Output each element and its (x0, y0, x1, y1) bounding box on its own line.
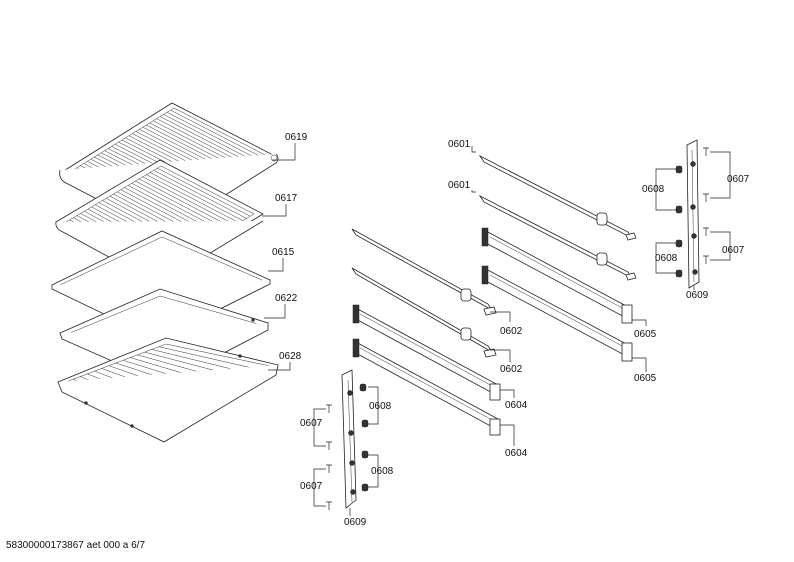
guide-rod-0602-upper (351, 228, 497, 316)
label-0601-lower: 0601 (448, 180, 471, 191)
label-0604-lower: 0604 (505, 448, 528, 459)
part-labels: 0619 0617 0615 0622 0628 0601 0601 0602 … (272, 132, 750, 528)
label-0608-left-lower: 0608 (371, 466, 394, 477)
label-0628: 0628 (279, 351, 302, 362)
guide-rod-0601-upper (478, 154, 637, 241)
label-0619: 0619 (285, 132, 308, 143)
telescopic-rail-0604-lower (352, 338, 501, 436)
label-0602-lower: 0602 (500, 364, 523, 375)
grill-pan-0628 (57, 337, 280, 443)
label-0617: 0617 (275, 193, 298, 204)
label-0622: 0622 (275, 293, 298, 304)
label-0608-left-upper: 0608 (369, 401, 392, 412)
side-ladder-0609-lower (326, 369, 369, 510)
label-0607-left-upper: 0607 (300, 418, 323, 429)
label-0607-right-lower: 0607 (722, 245, 745, 256)
telescopic-rail-0604-upper (352, 304, 501, 401)
guide-rod-0601-lower (478, 194, 637, 281)
label-0615: 0615 (272, 247, 295, 258)
telescopic-rail-0605-upper (481, 227, 633, 324)
label-0607-right-upper: 0607 (727, 174, 750, 185)
label-0604-upper: 0604 (505, 400, 528, 411)
label-0602-upper: 0602 (500, 326, 523, 337)
leader-lines (262, 143, 731, 516)
label-0607-left-lower: 0607 (300, 481, 323, 492)
label-0605-upper: 0605 (634, 329, 657, 340)
telescopic-rail-0605-lower (481, 265, 633, 362)
side-ladder-0609-upper (675, 139, 709, 289)
label-0601-upper: 0601 (448, 139, 471, 150)
label-0609-right: 0609 (686, 290, 709, 301)
guide-rod-0602-lower (351, 267, 497, 358)
label-0609-left: 0609 (344, 517, 367, 528)
label-0608-right-lower: 0608 (655, 253, 678, 264)
label-0608-right-upper: 0608 (642, 184, 665, 195)
document-reference-footer: 58300000173867 aet 000 a 6/7 (6, 540, 146, 551)
label-0605-lower: 0605 (634, 373, 657, 384)
